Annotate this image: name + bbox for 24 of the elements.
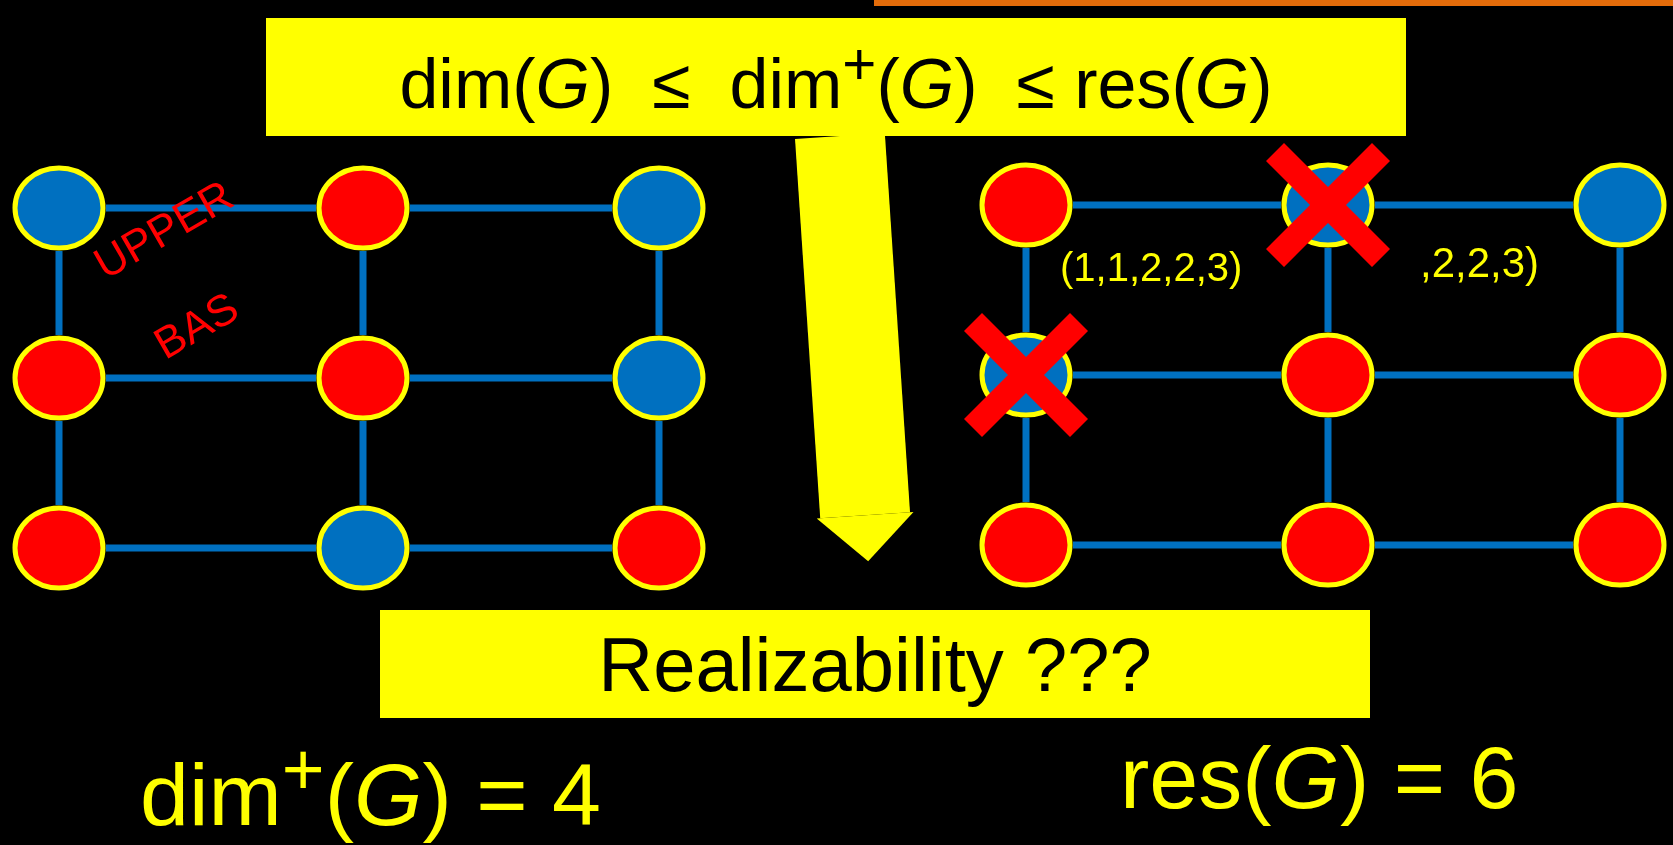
vertex-circle — [316, 505, 410, 591]
vertex-circle — [1573, 162, 1667, 248]
vertex-circle — [12, 505, 106, 591]
value-formula: dim$^{+}$(G) = 4 — [140, 730, 601, 845]
inequality-box — [266, 18, 1406, 136]
annotation-text: BAS — [145, 282, 247, 369]
vertex-circle — [1573, 502, 1667, 588]
vertex-circle — [316, 165, 410, 251]
vertex-circle — [1573, 332, 1667, 418]
vertex-circle — [979, 502, 1073, 588]
vertex-circle — [979, 162, 1073, 248]
sequence-text: (1,1,2,2,3) — [1060, 245, 1243, 289]
vertex-circle — [1281, 332, 1375, 418]
vertex-circle — [1281, 502, 1375, 588]
inequality-formula: dim(G) ≤ dim$^{+}$(G) ≤ res(G) — [399, 29, 1273, 125]
vertex-circle — [612, 505, 706, 591]
vertex-circle — [316, 335, 410, 421]
question-text: Realizability ??? — [598, 620, 1152, 708]
vertex-circle — [612, 165, 706, 251]
vertex-circle — [612, 335, 706, 421]
question-box — [380, 610, 1370, 718]
value-formula: res(G) = 6 — [1120, 730, 1519, 827]
vertex-circle — [12, 335, 106, 421]
sequence-text: ,2,2,3) — [1420, 240, 1540, 287]
